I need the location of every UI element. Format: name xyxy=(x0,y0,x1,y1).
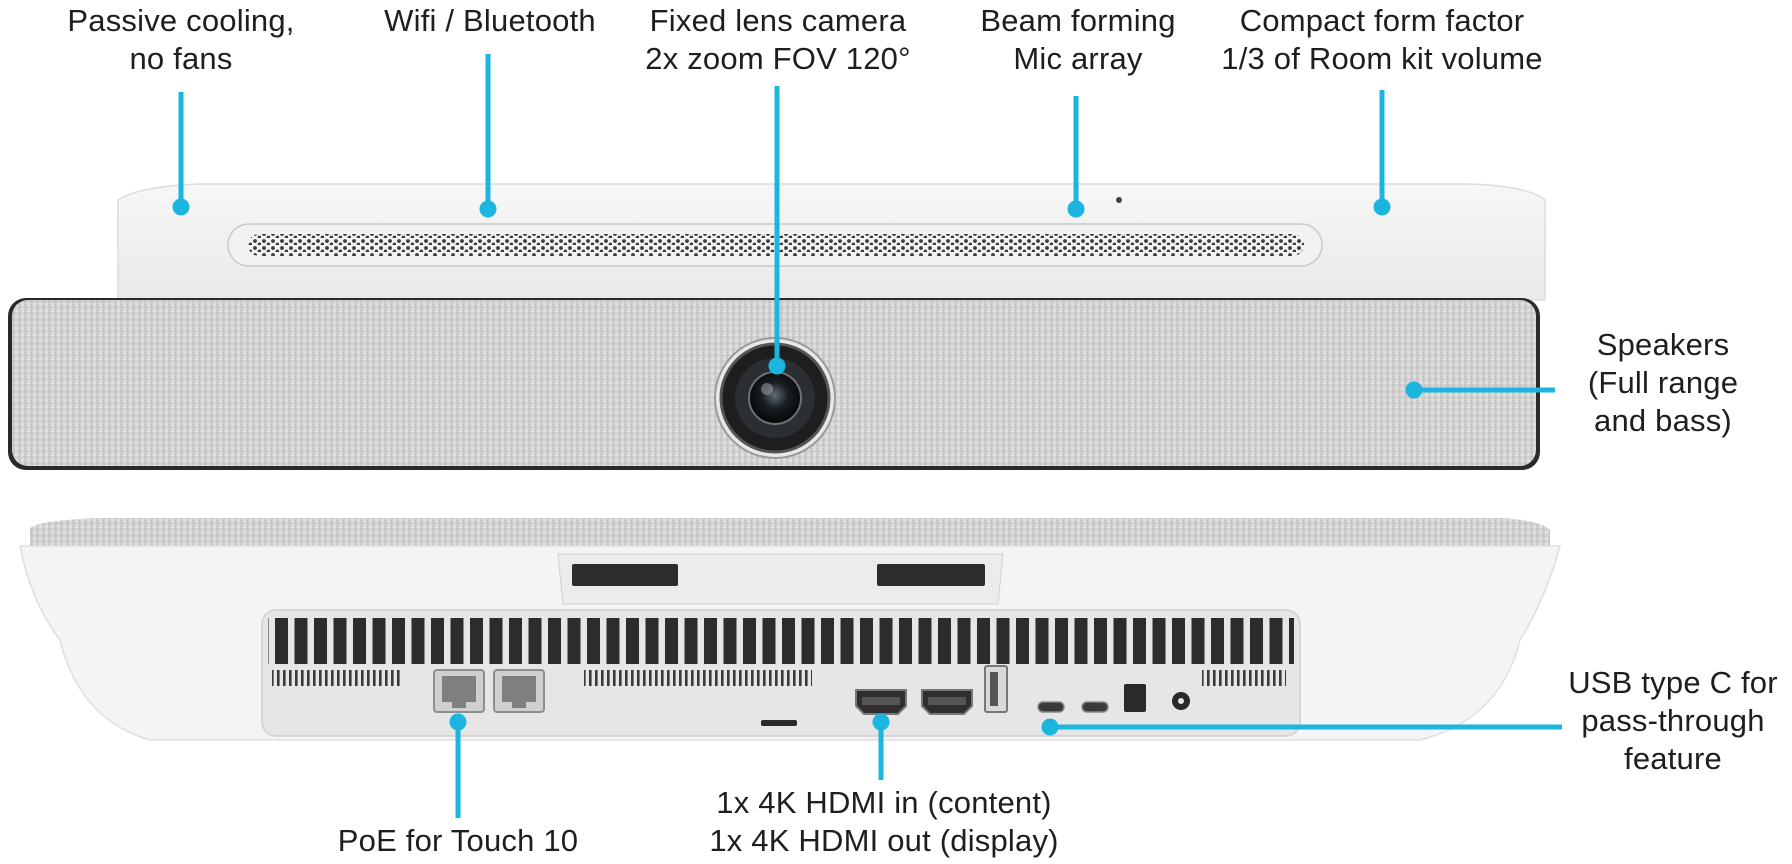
usb-c-port-1 xyxy=(1037,701,1065,713)
callout-hdmi-line-2: 1x 4K HDMI out (display) xyxy=(709,823,1059,858)
leader-dot-passive-cooling xyxy=(172,198,190,216)
callout-poe: PoE for Touch 10 xyxy=(310,822,606,860)
callout-passive-cooling-line-2: no fans xyxy=(129,41,233,76)
callout-usb-c-line-3: feature xyxy=(1624,741,1722,776)
callout-form-factor-line-2: 1/3 of Room kit volume xyxy=(1221,41,1543,76)
hdmi-port-out xyxy=(921,689,973,715)
rear-vents xyxy=(268,618,1294,664)
callout-speakers: Speakers (Full range and bass) xyxy=(1558,326,1768,440)
rear-small-vents-right xyxy=(1202,670,1286,686)
camera-lens xyxy=(714,337,836,459)
leader-dot-hdmi xyxy=(872,713,890,731)
sensor-dot xyxy=(1116,197,1122,203)
callout-passive-cooling-line-1: Passive cooling, xyxy=(67,3,295,38)
callout-usb-c: USB type C for pass-through feature xyxy=(1556,664,1790,778)
callout-form-factor-line-1: Compact form factor xyxy=(1239,3,1525,38)
ethernet-port-2 xyxy=(493,669,545,713)
callout-camera-line-1: Fixed lens camera xyxy=(649,3,907,38)
callout-speakers-line-2: (Full range xyxy=(1587,365,1739,400)
callout-mic-array-line-1: Beam forming xyxy=(980,3,1176,38)
callout-speakers-line-1: Speakers xyxy=(1596,327,1730,362)
callout-mic-array-line-2: Mic array xyxy=(1013,41,1143,76)
callout-leaders xyxy=(172,54,1562,818)
ethernet-port-1 xyxy=(433,669,485,713)
mount-slot-right xyxy=(877,564,985,586)
rear-small-vents-mid xyxy=(584,670,812,686)
front-view xyxy=(8,183,1546,470)
callout-usb-c-line-2: pass-through xyxy=(1581,703,1765,738)
callout-usb-c-line-1: USB type C for xyxy=(1568,665,1778,700)
callout-wifi-bluetooth-line-1: Wifi / Bluetooth xyxy=(384,3,596,38)
usb-a-port xyxy=(984,665,1008,713)
leader-dot-speakers xyxy=(1405,381,1423,399)
callout-wifi-bluetooth: Wifi / Bluetooth xyxy=(356,2,624,40)
rear-view xyxy=(19,518,1561,741)
rear-small-vents-left xyxy=(272,670,402,686)
callout-hdmi-line-1: 1x 4K HDMI in (content) xyxy=(716,785,1052,820)
hdmi-port-in xyxy=(855,689,907,715)
leader-dot-mic xyxy=(1067,200,1085,218)
callout-passive-cooling: Passive cooling, no fans xyxy=(40,2,322,78)
leader-dot-camera xyxy=(768,357,786,375)
leader-dot-wifi xyxy=(479,200,497,218)
leader-dot-poe xyxy=(449,713,467,731)
callout-mic-array: Beam forming Mic array xyxy=(960,2,1196,78)
usb-c-port-2 xyxy=(1081,701,1109,713)
leader-dot-usb-c xyxy=(1041,718,1059,736)
callout-speakers-line-3: and bass) xyxy=(1594,403,1732,438)
mount-slot-left xyxy=(572,564,678,586)
leader-dot-form-factor xyxy=(1373,198,1391,216)
power-port xyxy=(1124,684,1146,712)
callout-hdmi: 1x 4K HDMI in (content) 1x 4K HDMI out (… xyxy=(690,784,1078,860)
callout-form-factor: Compact form factor 1/3 of Room kit volu… xyxy=(1200,2,1564,78)
callout-poe-line-1: PoE for Touch 10 xyxy=(337,823,579,858)
callout-camera: Fixed lens camera 2x zoom FOV 120° xyxy=(620,2,936,78)
callout-camera-line-2: 2x zoom FOV 120° xyxy=(645,41,911,76)
